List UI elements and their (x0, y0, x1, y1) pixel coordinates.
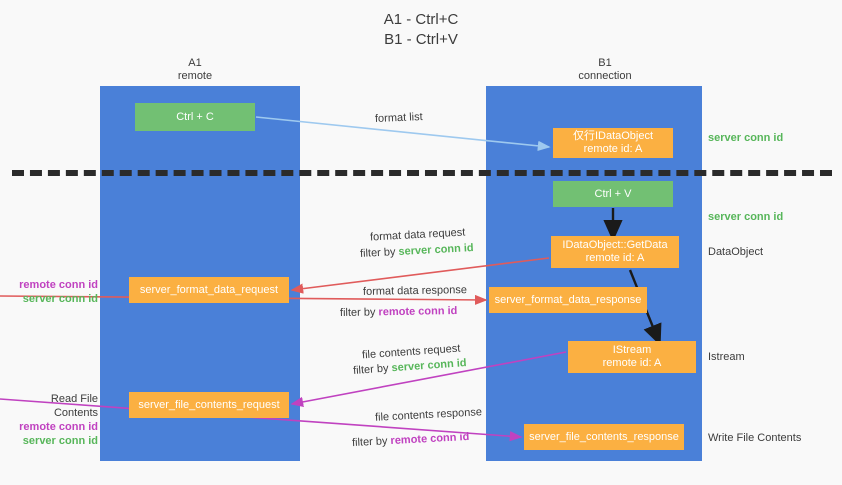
filter-prefix: filter by (359, 245, 399, 260)
column-a1-name: A1 (188, 57, 202, 69)
box-file-resp-label: server_file_contents_response (529, 430, 679, 443)
label-format-list-text: format list (374, 110, 423, 126)
dashed-divider (12, 170, 832, 176)
column-a1-sub: remote (177, 70, 213, 82)
box-ctrl-c[interactable]: Ctrl + C (135, 103, 255, 131)
side-label-group-file: Read File Contents remote conn id server… (8, 392, 98, 448)
column-b1-sub: connection (578, 70, 632, 82)
side-label-write-file-contents: Write File Contents (708, 432, 802, 444)
side-label-remote-conn-id-b: remote conn id (19, 421, 98, 433)
side-label-dataobject: DataObject (708, 246, 764, 258)
box-server-format-data-request[interactable]: server_format_data_request (129, 277, 289, 303)
box-getdata-line1: IDataObject::GetData (562, 239, 668, 251)
label-format-data-request-text: format data request (369, 226, 466, 244)
side-label-read-file-contents: Read File Contents (50, 393, 98, 419)
column-b1-name: B1 (598, 57, 612, 69)
label-file-contents-response: file contents response (375, 405, 483, 426)
column-header-a1: A1 remote (115, 57, 275, 83)
box-istream-line1: IStream (612, 344, 652, 356)
filter-prefix: filter by (352, 362, 392, 377)
box-getdata-line2: remote id: A (585, 252, 645, 264)
side-label-group-format: remote conn id server conn id (8, 278, 98, 306)
title-line-2: B1 - Ctrl+V (384, 31, 458, 48)
label-format-data-response: format data response (363, 283, 467, 300)
box-istream[interactable]: IStream remote id: A (568, 341, 696, 373)
box-ctrl-v[interactable]: Ctrl + V (553, 181, 673, 207)
box-ctrl-v-label: Ctrl + V (594, 187, 632, 200)
filter-value-server-conn-id: server conn id (391, 357, 467, 375)
label-file-contents-response-text: file contents response (374, 406, 483, 424)
filter-value-remote-conn-id: remote conn id (378, 304, 458, 319)
column-header-b1: B1 connection (525, 57, 685, 83)
side-label-server-conn-id-mid: server conn id (708, 211, 784, 223)
filter-prefix: filter by (339, 306, 379, 320)
box-server-file-contents-request[interactable]: server_file_contents_request (129, 392, 289, 418)
filter-value-server-conn-id: server conn id (398, 242, 474, 258)
box-fmt-req-label: server_format_data_request (139, 283, 279, 296)
box-idataobject[interactable]: 仅行IDataObject remote id: A (553, 128, 673, 158)
box-idataobject-line2: remote id: A (583, 143, 643, 155)
title-line-1: A1 - Ctrl+C (383, 11, 459, 28)
filter-value-remote-conn-id: remote conn id (390, 430, 470, 448)
side-label-remote-conn-id-a: remote conn id (19, 279, 98, 291)
label-format-data-response-text: format data response (362, 284, 468, 298)
page-title: A1 - Ctrl+C B1 - Ctrl+V (0, 10, 842, 50)
side-label-istream: Istream (708, 351, 745, 363)
side-label-server-conn-id-top: server conn id (708, 132, 784, 144)
box-fmt-resp-label: server_format_data_response (494, 293, 642, 306)
box-idataobject-line1: 仅行IDataObject (572, 130, 654, 142)
box-server-format-data-response[interactable]: server_format_data_response (489, 287, 647, 313)
filter-prefix: filter by (351, 435, 391, 450)
box-idataobject-getdata[interactable]: IDataObject::GetData remote id: A (551, 236, 679, 268)
side-label-server-conn-id-b: server conn id (22, 435, 98, 447)
box-file-req-label: server_file_contents_request (138, 398, 280, 411)
box-server-file-contents-response[interactable]: server_file_contents_response (524, 424, 684, 450)
label-format-list: format list (375, 110, 423, 127)
box-ctrl-c-label: Ctrl + C (176, 110, 214, 123)
label-file-contents-response-filter: filter by remote conn id (352, 430, 470, 451)
label-format-data-response-filter: filter by remote conn id (340, 304, 458, 321)
box-istream-line2: remote id: A (602, 357, 662, 369)
side-label-server-conn-id-a: server conn id (22, 293, 98, 305)
